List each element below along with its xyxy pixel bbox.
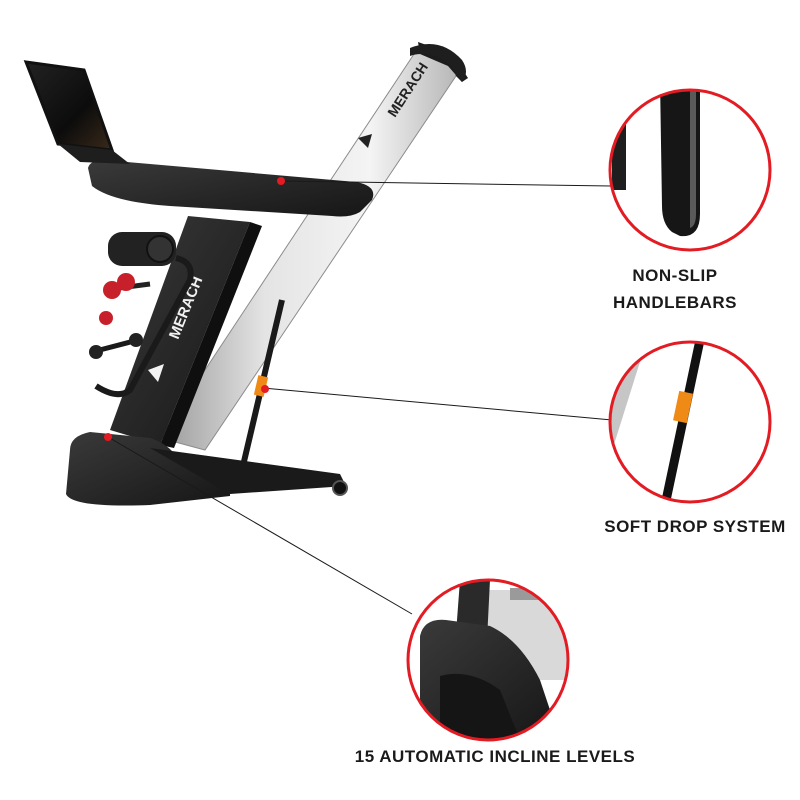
deck-logo-mark [358,134,372,148]
accessory-rack [89,232,194,398]
zoom-base-shadow [440,673,520,740]
callout-zoom-soft-drop [608,340,772,504]
dumbbell-weight-1a [103,281,121,299]
callout-zoom-handlebar [608,88,772,252]
console-screen [23,60,115,152]
leader-line-soft-drop [262,387,613,421]
callout-ring-soft-drop [608,340,772,504]
callout-ring-incline [406,578,570,742]
label-soft-drop-system: SOFT DROP SYSTEM [590,513,800,540]
handlebar-arm [88,160,374,217]
dumbbell-weight-1b [117,273,135,291]
callout-ring-handlebar [608,88,772,252]
marker-dot-incline [104,433,112,441]
leader-line-incline [107,436,413,615]
rack-frame [94,255,194,398]
label-line: SOFT DROP SYSTEM [604,517,786,536]
base-rail [150,448,346,494]
rear-wheel [332,480,348,496]
upright-logo-mark [148,364,164,382]
marker-dot-soft-drop [261,385,269,393]
base-housing [66,432,230,506]
speaker-cone [146,235,174,263]
dumbbell-weight-2a [99,311,113,325]
upright-frame [110,216,250,445]
leader-line-handlebar [280,180,612,187]
twist-knob-b [129,333,143,347]
callout-zoom-incline [406,578,570,742]
zoom-rod-orange-sleeve [673,390,693,424]
marker-dot-handlebar [277,177,285,185]
twist-knob-a [89,345,103,359]
deck-top-cap [410,44,466,82]
label-incline-levels: 15 AUTOMATIC INCLINE LEVELS [335,743,655,770]
label-line: NON-SLIP [632,266,718,285]
console-base [58,144,130,164]
label-line: HANDLEBARS [613,293,737,312]
zoom-rod [659,342,705,502]
zoom-handlebar-highlight [690,90,696,228]
label-non-slip-handlebars: NON-SLIP HANDLEBARS [600,262,750,316]
leader-lines [107,180,613,615]
upright-frame-inner [160,222,262,448]
treadmill-illustration: MERACH MERACH [23,42,468,506]
label-line: 15 AUTOMATIC INCLINE LEVELS [354,747,636,766]
